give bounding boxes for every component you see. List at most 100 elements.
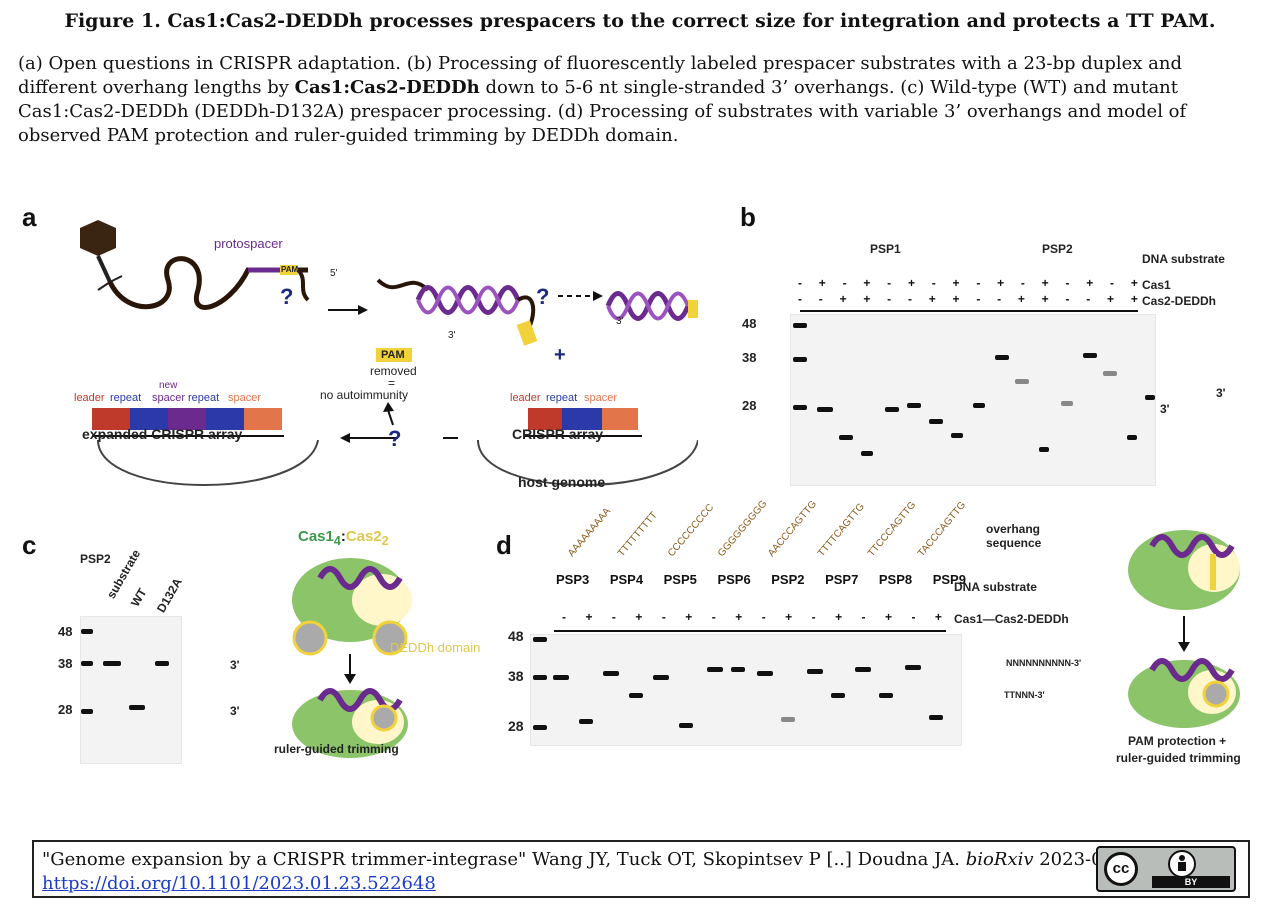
d-sign: + bbox=[884, 610, 892, 624]
d-sign: - bbox=[911, 610, 916, 624]
b-band bbox=[1103, 371, 1117, 376]
d-overhang: GGGGGGGGG bbox=[716, 498, 770, 560]
left-new-label: new bbox=[159, 380, 178, 391]
b-marker-28: 28 bbox=[742, 398, 757, 413]
c-cas2-sub: 2 bbox=[381, 534, 389, 548]
c-marker-38: 38 bbox=[58, 656, 73, 671]
b-ladder-38 bbox=[793, 357, 807, 362]
panel-d-letter: d bbox=[496, 530, 512, 560]
d-band bbox=[929, 715, 943, 720]
by-label: BY bbox=[1152, 876, 1230, 888]
d-overhangs-row: AAAAAAAAA TTTTTTTTT CCCCCCCCC GGGGGGGGG … bbox=[566, 498, 976, 568]
d-sequence-label: sequence bbox=[986, 536, 1042, 550]
b-cas1-sign: + bbox=[1130, 276, 1138, 290]
d-overhang: TTTTTTTTT bbox=[616, 509, 660, 560]
b-cas2-sign: - bbox=[1086, 292, 1091, 306]
d-band bbox=[679, 723, 693, 728]
d-sign: - bbox=[611, 610, 616, 624]
c-prime-2: 3' bbox=[230, 704, 240, 718]
pam-label: PAM bbox=[281, 265, 299, 274]
cas2-label: Cas2-DEDDh bbox=[1142, 294, 1217, 308]
d-marker-48: 48 bbox=[508, 628, 524, 644]
c-complex-model bbox=[292, 558, 412, 758]
b-cas2-sign: + bbox=[1130, 292, 1138, 306]
b-prime-2: 3' bbox=[1160, 402, 1170, 416]
c-cas1-sub: 4 bbox=[333, 534, 341, 548]
c-prime-1: 3' bbox=[230, 658, 240, 672]
b-band bbox=[817, 407, 833, 412]
d-overhang: TACCCAGTTG bbox=[916, 499, 969, 560]
c-ruler-label: ruler-guided trimming bbox=[274, 742, 399, 756]
d-model-label-2: ruler-guided trimming bbox=[1116, 751, 1241, 765]
b-cas2-sign: + bbox=[1017, 292, 1025, 306]
d-enzyme-label: Cas1—Cas2-DEDDh bbox=[954, 612, 1069, 626]
no-autoimmunity-label: no autoimmunity bbox=[320, 388, 409, 402]
b-band bbox=[1083, 353, 1097, 358]
b-cas1-sign: - bbox=[1020, 276, 1025, 290]
d-ladder bbox=[533, 675, 547, 680]
citation-box: "Genome expansion by a CRISPR trimmer-in… bbox=[32, 840, 1250, 898]
d-overhang: CCCCCCCCC bbox=[666, 502, 717, 560]
d-band bbox=[553, 675, 569, 680]
b-cas1-sign: - bbox=[887, 276, 892, 290]
c-deddh-label: DEDDh domain bbox=[390, 640, 481, 655]
d-psp: PSP8 bbox=[878, 572, 913, 587]
psp2-label: PSP2 bbox=[1042, 242, 1073, 256]
b-band bbox=[907, 403, 921, 408]
d-psp: PSP3 bbox=[556, 572, 590, 587]
pam-removed-box: PAM bbox=[381, 349, 405, 361]
cc-by-badge[interactable]: cc BY bbox=[1096, 846, 1236, 892]
d-complex-model bbox=[1128, 530, 1240, 728]
prespacer-helix-1 bbox=[376, 278, 538, 346]
b-ladder-48 bbox=[793, 323, 807, 328]
five-prime-label: 5' bbox=[330, 268, 338, 279]
d-psp: PSP9 bbox=[932, 572, 966, 587]
d-sign: - bbox=[761, 610, 766, 624]
d-sign: + bbox=[785, 610, 793, 624]
d-ladder bbox=[533, 637, 547, 642]
d-sign: - bbox=[562, 610, 566, 624]
d-sign: - bbox=[711, 610, 716, 624]
c-cas1-label: Cas14:Cas22 bbox=[298, 528, 389, 548]
d-band bbox=[905, 665, 921, 670]
b-band bbox=[1145, 395, 1155, 400]
b-ladder-28 bbox=[793, 405, 807, 410]
d-product-2: TTNNN-3' bbox=[1004, 690, 1045, 700]
b-cas1-sign: - bbox=[842, 276, 847, 290]
b-band bbox=[973, 403, 985, 408]
prespacer-helix-2 bbox=[605, 291, 698, 321]
b-band bbox=[1061, 401, 1073, 406]
equals-label: = bbox=[388, 376, 396, 390]
left-leader-label: leader bbox=[74, 392, 105, 404]
d-psp: PSP7 bbox=[825, 572, 859, 587]
d-product-1: NNNNNNNNNN-3' bbox=[1006, 658, 1082, 668]
b-cas2-sign: + bbox=[952, 292, 960, 306]
c-cas2: Cas2 bbox=[345, 528, 382, 545]
b-cas2-sign: - bbox=[907, 292, 912, 306]
b-band bbox=[1127, 435, 1137, 440]
b-cas2-sign: + bbox=[928, 292, 936, 306]
doi-link[interactable]: https://doi.org/10.1101/2023.01.23.52264… bbox=[42, 873, 436, 894]
cas1-row: - + - + - + - + - + - + - + - + bbox=[798, 276, 1138, 290]
c-colon: : bbox=[340, 528, 346, 545]
b-cas2-sign: + bbox=[839, 292, 847, 306]
right-leader-label: leader bbox=[510, 392, 541, 404]
dna-substrate-label: DNA substrate bbox=[1142, 252, 1225, 266]
d-band bbox=[731, 667, 745, 672]
b-cas1-sign: + bbox=[1086, 276, 1094, 290]
question-1: ? bbox=[280, 284, 294, 309]
panel-b-gel bbox=[790, 314, 1156, 486]
d-marker-28: 28 bbox=[508, 718, 524, 734]
d-sign: - bbox=[661, 610, 666, 624]
panel-b-rule bbox=[800, 310, 1138, 312]
three-prime-label-2: 3' bbox=[616, 316, 624, 327]
b-cas2-sign: - bbox=[976, 292, 981, 306]
d-band bbox=[603, 671, 619, 676]
expanded-array-label: expanded CRISPR array bbox=[82, 426, 243, 442]
b-band bbox=[885, 407, 899, 412]
caption-bold: Cas1:Cas2-DEDDh bbox=[294, 77, 480, 98]
d-dna-substrate-label: DNA substrate bbox=[954, 580, 1037, 594]
cc-icon: cc bbox=[1104, 852, 1138, 886]
c-cas1: Cas1 bbox=[298, 528, 334, 545]
plus-sign: + bbox=[554, 344, 566, 366]
